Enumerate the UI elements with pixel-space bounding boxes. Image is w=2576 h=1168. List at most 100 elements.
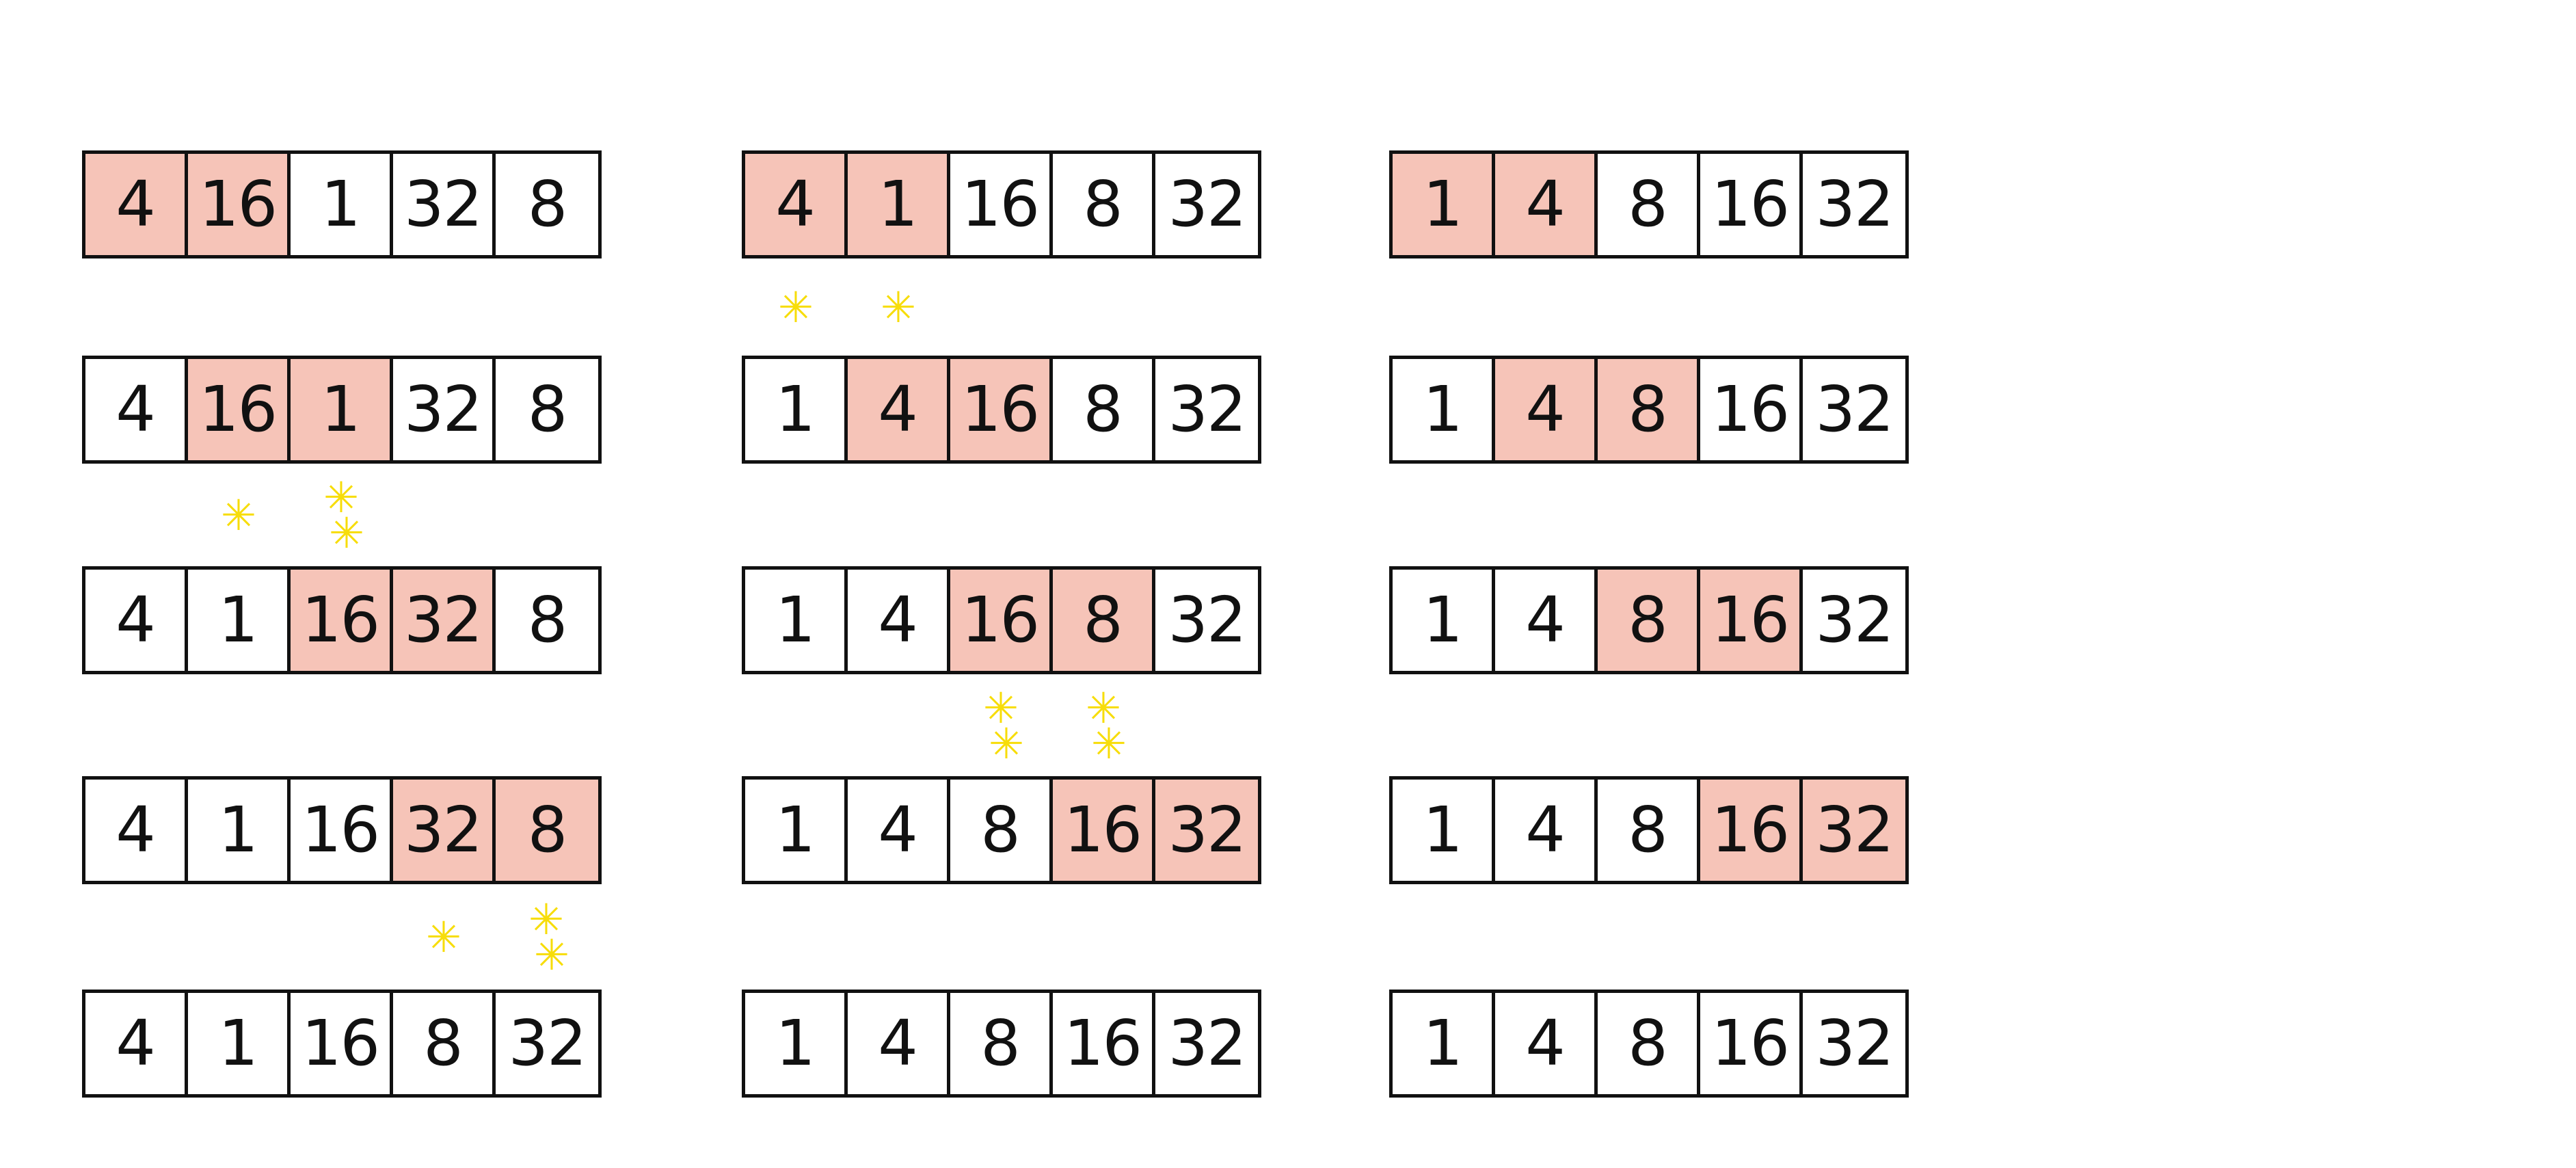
array-cell: 32 bbox=[508, 1007, 587, 1080]
compared-cell: 32 bbox=[1803, 780, 1905, 881]
compared-cell: 16 bbox=[950, 359, 1053, 460]
array-cell: 8 bbox=[1598, 780, 1700, 881]
array-cell: 16 bbox=[291, 993, 393, 1094]
array-cell: 8 bbox=[1053, 154, 1155, 255]
array-cell: 4 bbox=[1495, 993, 1598, 1094]
array-cell: 32 bbox=[1815, 373, 1894, 446]
array-cell: 8 bbox=[527, 583, 568, 656]
swap-sparkle-icon: ✳ bbox=[221, 490, 256, 540]
array-cell: 4 bbox=[85, 993, 188, 1094]
compared-cell: 4 bbox=[745, 154, 848, 255]
compared-cell: 8 bbox=[496, 780, 598, 881]
array-cell: 1 bbox=[1393, 570, 1495, 671]
array-cell: 4 bbox=[848, 570, 950, 671]
array-cell: 8 bbox=[527, 373, 568, 446]
swap-sparkle-icon: ✳ bbox=[528, 894, 564, 944]
compared-cell: 4 bbox=[848, 359, 950, 460]
array-cell: 1 bbox=[1393, 359, 1495, 460]
compared-cell: 16 bbox=[291, 570, 393, 671]
array-cell: 1 bbox=[745, 780, 848, 881]
swap-sparkle-icon: ✳ bbox=[1086, 682, 1121, 733]
array-cell: 32 bbox=[1815, 1007, 1894, 1080]
array-cell: 1 bbox=[188, 780, 291, 881]
array-cell: 1 bbox=[188, 993, 291, 1094]
array-cell: 1 bbox=[1393, 780, 1495, 881]
array-cell: 16 bbox=[950, 154, 1053, 255]
array-cell: 16 bbox=[1700, 154, 1803, 255]
compared-cell: 16 bbox=[1700, 780, 1803, 881]
array-cell: 8 bbox=[1598, 154, 1700, 255]
swap-sparkle-icon: ✳ bbox=[329, 508, 364, 558]
array-cell: 4 bbox=[85, 570, 188, 671]
array-cell: 4 bbox=[1495, 570, 1598, 671]
compared-cell: 32 bbox=[1155, 780, 1258, 881]
compared-cell: 4 bbox=[1495, 359, 1598, 460]
compared-cell: 4 bbox=[1495, 154, 1598, 255]
array-cell: 8 bbox=[393, 993, 496, 1094]
array-cell: 4 bbox=[85, 780, 188, 881]
swap-sparkle-icon: ✳ bbox=[426, 912, 461, 962]
array-cell: 1 bbox=[745, 570, 848, 671]
array-cell: 4 bbox=[1495, 780, 1598, 881]
array-cell: 1 bbox=[291, 154, 393, 255]
array-cell: 1 bbox=[1393, 993, 1495, 1094]
compared-cell: 1 bbox=[291, 359, 393, 460]
array-cell: 1 bbox=[745, 359, 848, 460]
swap-sparkle-icon: ✳ bbox=[881, 282, 916, 332]
compared-cell: 16 bbox=[1700, 570, 1803, 671]
compared-cell: 8 bbox=[1598, 359, 1700, 460]
compared-cell: 8 bbox=[1598, 570, 1700, 671]
compared-cell: 32 bbox=[393, 570, 496, 671]
array-cell: 8 bbox=[527, 168, 568, 241]
array-cell: 32 bbox=[1168, 583, 1246, 656]
array-cell: 16 bbox=[291, 780, 393, 881]
compared-cell: 8 bbox=[1053, 570, 1155, 671]
compared-cell: 1 bbox=[848, 154, 950, 255]
array-cell: 16 bbox=[1053, 993, 1155, 1094]
compared-cell: 4 bbox=[85, 154, 188, 255]
array-cell: 32 bbox=[1168, 1007, 1246, 1080]
array-cell: 32 bbox=[393, 359, 496, 460]
array-cell: 1 bbox=[745, 993, 848, 1094]
array-cell: 32 bbox=[1168, 168, 1246, 241]
swap-sparkle-icon: ✳ bbox=[989, 718, 1024, 769]
swap-sparkle-icon: ✳ bbox=[778, 282, 814, 332]
array-cell: 8 bbox=[950, 993, 1053, 1094]
compared-cell: 1 bbox=[1393, 154, 1495, 255]
array-cell: 16 bbox=[1700, 359, 1803, 460]
array-cell: 32 bbox=[393, 154, 496, 255]
swap-sparkle-icon: ✳ bbox=[983, 682, 1019, 733]
compared-cell: 16 bbox=[1053, 780, 1155, 881]
compared-cell: 32 bbox=[393, 780, 496, 881]
array-cell: 32 bbox=[1815, 168, 1894, 241]
compared-cell: 16 bbox=[188, 154, 291, 255]
array-cell: 4 bbox=[848, 780, 950, 881]
swap-sparkle-icon: ✳ bbox=[323, 473, 359, 522]
compared-cell: 16 bbox=[188, 359, 291, 460]
array-cell: 1 bbox=[188, 570, 291, 671]
array-cell: 8 bbox=[1598, 993, 1700, 1094]
swap-sparkle-icon: ✳ bbox=[1091, 718, 1127, 769]
array-cell: 32 bbox=[1815, 583, 1894, 656]
array-cell: 4 bbox=[85, 359, 188, 460]
array-cell: 8 bbox=[1053, 359, 1155, 460]
array-cell: 4 bbox=[848, 993, 950, 1094]
array-cell: 16 bbox=[1700, 993, 1803, 1094]
swap-sparkle-icon: ✳ bbox=[534, 930, 569, 980]
